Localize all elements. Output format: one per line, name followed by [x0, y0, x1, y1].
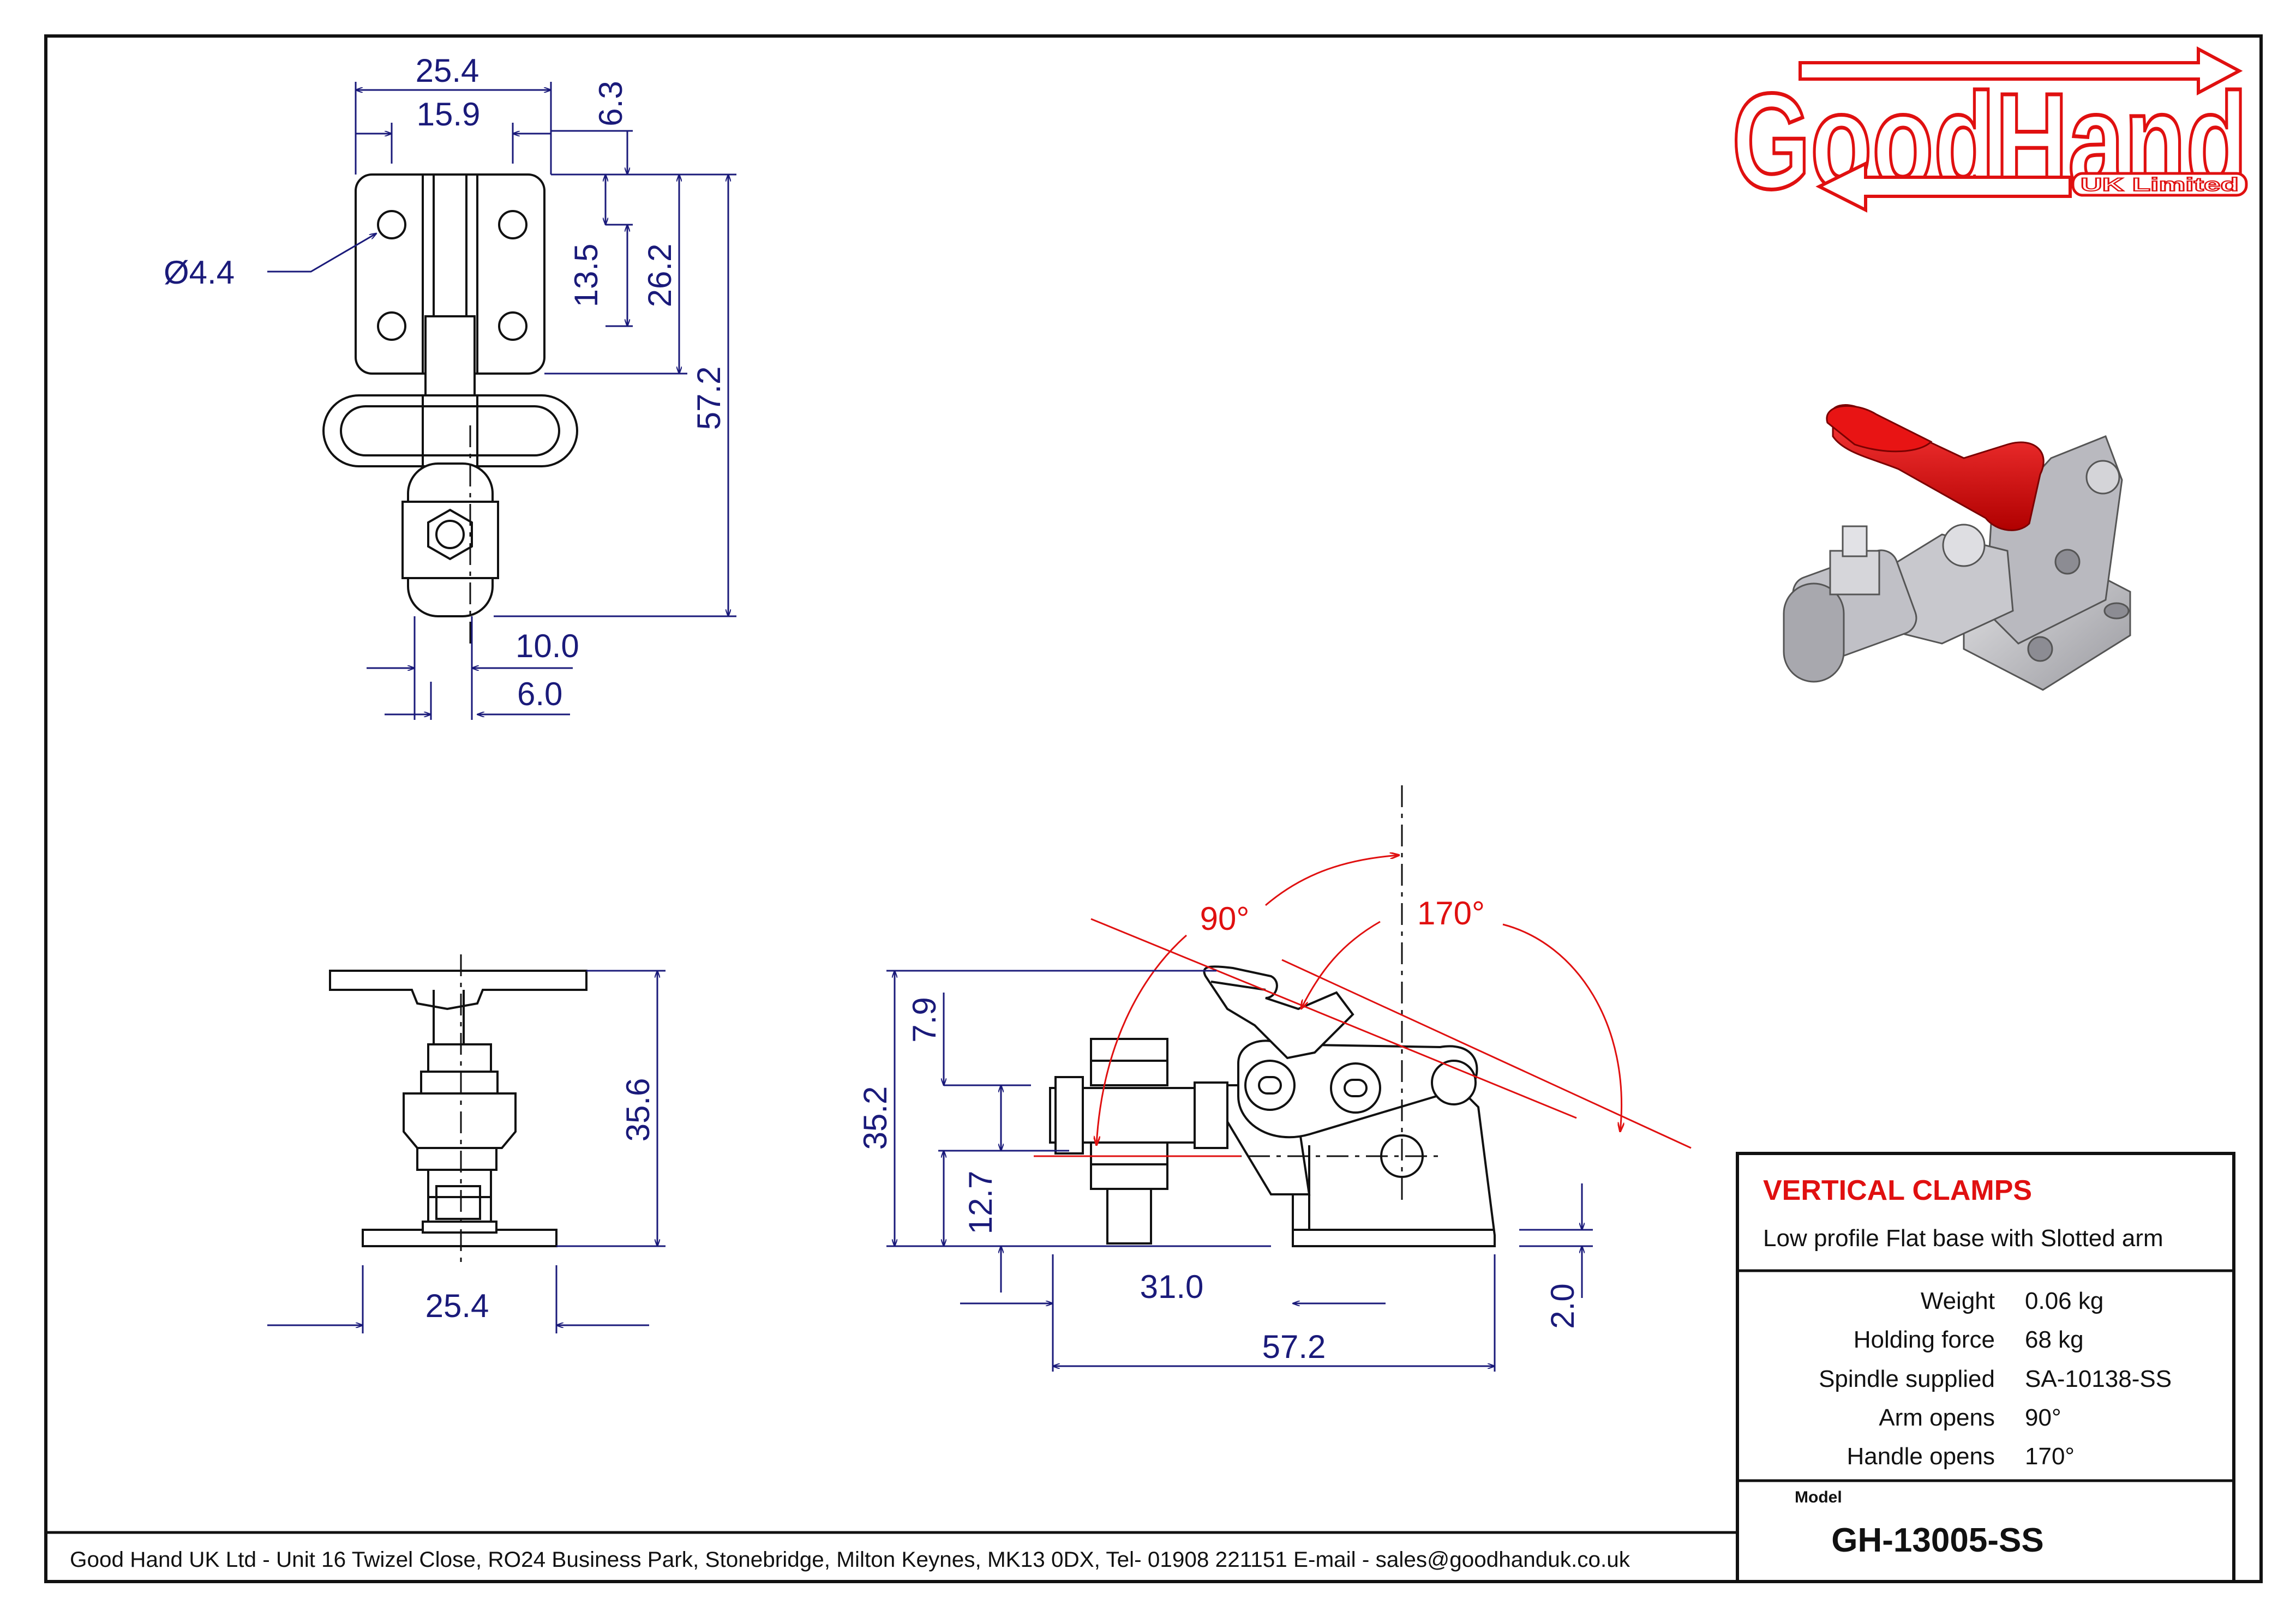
dim-top-offset: 6.3	[592, 81, 629, 126]
footer-address: Good Hand UK Ltd - Unit 16 Twizel Close,…	[70, 1548, 1630, 1572]
model-label: Model	[1795, 1488, 1842, 1506]
spec-label: Handle opens	[1847, 1443, 1995, 1470]
dim-side-reach: 31.0	[1140, 1269, 1204, 1305]
title-block: VERTICAL CLAMPS Low profile Flat base wi…	[1736, 1152, 2235, 1583]
spec-value: 170°	[2025, 1443, 2075, 1470]
dim-side-overall-length: 57.2	[1262, 1329, 1326, 1365]
mounting-hole	[377, 210, 406, 239]
clamp-3d-render	[1783, 404, 2131, 691]
dim-side-handle-angle: 170°	[1417, 895, 1485, 931]
mounting-hole	[498, 311, 527, 341]
dim-side-base-thickness: 2.0	[1544, 1283, 1581, 1329]
spec-label: Weight	[1921, 1288, 1995, 1314]
top-view: 25.4 15.9 6.3 13.5 26.2 57.2 Ø4.4 10.0 6…	[164, 52, 736, 720]
angle-reference-line	[1281, 959, 1692, 1149]
front-view: 35.6 25.4	[267, 954, 666, 1333]
spec-value: SA-10138-SS	[2025, 1366, 2172, 1392]
spec-label: Holding force	[1854, 1326, 1995, 1353]
dim-top-hole-spacing: 15.9	[417, 96, 481, 133]
dim-front-base-width: 25.4	[425, 1288, 489, 1324]
dim-top-hole-dia: Ø4.4	[164, 254, 235, 291]
dim-side-top-gap: 7.9	[906, 997, 943, 1042]
model-number: GH-13005-SS	[1831, 1522, 2043, 1559]
side-view-handle	[1203, 965, 1354, 1060]
dim-top-overall-width: 25.4	[416, 52, 479, 89]
dim-top-overall-length: 57.2	[691, 366, 727, 430]
hex-nut	[427, 508, 473, 561]
logo-sub-box	[2071, 172, 2248, 197]
sheet-border	[44, 34, 2263, 1583]
front-view-handle	[329, 970, 588, 1011]
mounting-hole	[498, 210, 527, 239]
side-view: 90° 170° 35.2 7.9 12.7 31.0 57.2 2.0	[857, 785, 1692, 1372]
spec-label: Spindle supplied	[1819, 1366, 1995, 1392]
dim-top-hole-vertical: 13.5	[568, 244, 604, 308]
dim-side-height: 35.2	[857, 1086, 894, 1150]
title-heading: VERTICAL CLAMPS	[1763, 1175, 2032, 1206]
spec-value: 68 kg	[2025, 1326, 2084, 1353]
angle-reference-line	[1090, 918, 1577, 1119]
dim-side-arm-angle: 90°	[1200, 900, 1250, 937]
dim-top-bottom-b: 6.0	[517, 676, 562, 712]
dim-top-bottom-a: 10.0	[515, 628, 579, 664]
dim-side-spindle-height: 12.7	[962, 1171, 999, 1235]
dim-top-base-length: 26.2	[642, 244, 678, 308]
dim-front-height: 35.6	[620, 1078, 656, 1142]
brand-sub: UK Limited	[2081, 175, 2239, 195]
spec-label: Arm opens	[1879, 1404, 1995, 1431]
mounting-hole	[377, 311, 406, 341]
logo-arrow-left-icon	[1815, 161, 2072, 213]
title-subheading: Low profile Flat base with Slotted arm	[1763, 1225, 2163, 1252]
spec-value: 0.06 kg	[2025, 1288, 2103, 1314]
brand-logo: GoodHand UK Limited	[1730, 46, 2250, 219]
spec-value: 90°	[2025, 1404, 2061, 1431]
logo-arrow-right-icon	[1799, 46, 2243, 95]
